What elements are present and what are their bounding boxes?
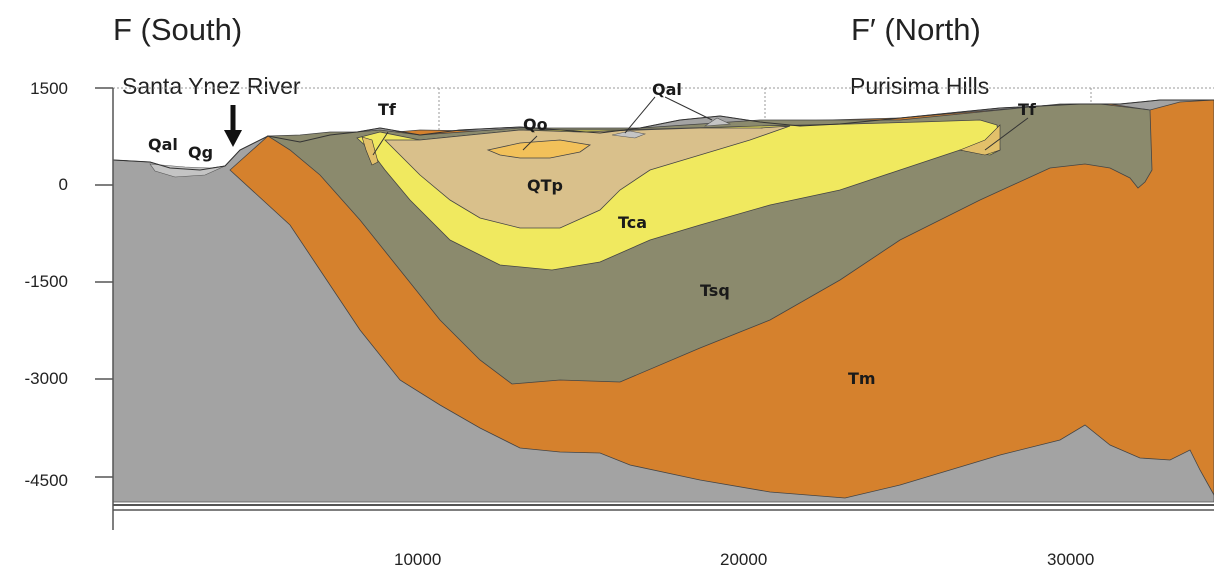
y-tick-marks xyxy=(95,87,113,478)
topographic-surface xyxy=(112,99,1214,171)
title-south: F (South) xyxy=(113,12,243,47)
x-tick-20000: 20000 xyxy=(720,550,768,569)
title-north: F′ (North) xyxy=(851,12,981,47)
label-tf-south: Tf xyxy=(378,100,397,119)
label-tf-north: Tf xyxy=(1018,100,1037,119)
label-tca: Tca xyxy=(618,213,647,232)
label-qtp: QTp xyxy=(527,176,563,195)
label-purisima-hills: Purisima Hills xyxy=(850,73,990,99)
label-qo: Qo xyxy=(523,115,548,134)
river-arrow-icon xyxy=(224,105,242,147)
unit-qtp xyxy=(384,125,791,229)
leader-lines xyxy=(372,96,1029,156)
unit-qal-north xyxy=(611,117,732,139)
unit-tf-north xyxy=(958,124,1001,156)
y-tick-minus-3000: -3000 xyxy=(24,369,68,388)
unit-tf-south xyxy=(361,136,379,166)
y-tick-minus-4500: -4500 xyxy=(24,471,68,490)
label-tsq: Tsq xyxy=(700,281,730,300)
x-tick-30000: 30000 xyxy=(1047,550,1095,569)
label-qg: Qg xyxy=(188,143,213,162)
label-qal-north: Qal xyxy=(652,80,682,99)
label-santa-ynez-river: Santa Ynez River xyxy=(122,73,301,99)
y-tick-0: 0 xyxy=(58,175,68,194)
y-tick-1500: 1500 xyxy=(30,79,68,98)
unit-qo xyxy=(486,139,592,159)
label-qal-south: Qal xyxy=(148,135,178,154)
y-tick-minus-1500: -1500 xyxy=(24,272,68,291)
x-tick-10000: 10000 xyxy=(394,550,442,569)
label-tm: Tm xyxy=(848,369,876,388)
